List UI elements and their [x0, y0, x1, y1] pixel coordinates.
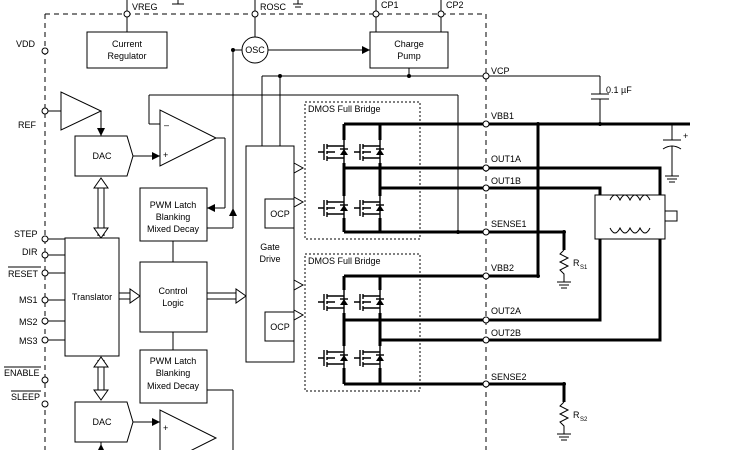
svg-text:Mixed Decay: Mixed Decay: [147, 381, 200, 391]
svg-text:DMOS Full Bridge: DMOS Full Bridge: [308, 256, 381, 266]
svg-text:SENSE2: SENSE2: [491, 372, 527, 382]
osc-block: OSC: [232, 17, 370, 208]
svg-text:DMOS Full Bridge: DMOS Full Bridge: [308, 104, 381, 114]
bus-arrow-translator-logic: [119, 288, 141, 304]
svg-text:OUT1A: OUT1A: [491, 154, 521, 164]
svg-text:SENSE1: SENSE1: [491, 219, 527, 229]
svg-text:+: +: [683, 131, 688, 141]
pin-vreg: VREG: [123, 0, 184, 18]
svg-text:–: –: [164, 120, 169, 130]
ref-buffer: [60, 91, 105, 136]
svg-text:OSC: OSC: [245, 45, 265, 55]
svg-text:Gate: Gate: [260, 242, 280, 252]
current-regulator-block: Current Regulator: [86, 17, 168, 69]
dac-top: DAC: [74, 135, 160, 177]
svg-text:S2: S2: [580, 417, 588, 423]
vcp-net: VCP: [261, 66, 600, 146]
bus-arrow-bottom: [93, 356, 109, 401]
junction-dots: [231, 48, 566, 386]
dmos-bridge-bottom: DMOS Full Bridge: [304, 253, 421, 392]
svg-text:Pump: Pump: [397, 51, 421, 61]
svg-text:R: R: [573, 258, 580, 268]
svg-text:MS3: MS3: [19, 336, 38, 346]
svg-text:VREG: VREG: [132, 2, 158, 12]
pin-rosc: ROSC: [251, 0, 303, 18]
mosfet-icon: [318, 346, 348, 369]
control-pins: STEP DIR RESET MS1 MS2 MS3 ENABLE SLEEP: [4, 229, 65, 408]
svg-text:Mixed Decay: Mixed Decay: [147, 224, 200, 234]
svg-text:Control: Control: [158, 286, 187, 296]
svg-text:ROSC: ROSC: [260, 2, 287, 12]
svg-text:DAC: DAC: [92, 417, 112, 427]
svg-text:Regulator: Regulator: [107, 51, 146, 61]
svg-text:OCP: OCP: [270, 209, 290, 219]
svg-text:STEP: STEP: [14, 229, 38, 239]
svg-text:Translator: Translator: [72, 292, 112, 302]
svg-text:ENABLE: ENABLE: [4, 368, 40, 378]
pwm-latch-top: PWM Latch Blanking Mixed Decay: [139, 187, 237, 262]
charge-pump-block: Charge Pump: [369, 17, 449, 78]
vcp-capacitor: 0.1 µF: [536, 76, 632, 126]
svg-text:VCP: VCP: [491, 66, 510, 76]
svg-text:VDD: VDD: [16, 39, 36, 49]
sense-resistor-1: R S1: [557, 249, 588, 289]
svg-text:Logic: Logic: [162, 298, 184, 308]
svg-text:RESET: RESET: [8, 269, 39, 279]
svg-text:Blanking: Blanking: [156, 368, 191, 378]
svg-text:R: R: [573, 410, 580, 420]
bulk-capacitor: +: [662, 124, 688, 183]
svg-text:DAC: DAC: [92, 151, 112, 161]
dmos-bridge-top: DMOS Full Bridge: [304, 101, 421, 240]
stepper-motor: [594, 194, 678, 240]
gate-drive-block: Gate Drive OCP OCP: [245, 76, 295, 363]
svg-text:Blanking: Blanking: [156, 212, 191, 222]
dac-bottom: DAC: [74, 401, 160, 452]
svg-text:Charge: Charge: [394, 39, 424, 49]
svg-text:Current: Current: [112, 39, 143, 49]
mosfet-icon: [354, 346, 384, 369]
svg-text:REF: REF: [18, 120, 37, 130]
right-pins: VBB1 OUT1A OUT1B SENSE1 VBB2 OUT2A OUT2B…: [456, 111, 527, 388]
svg-text:OUT1B: OUT1B: [491, 176, 521, 186]
svg-text:+: +: [163, 150, 168, 160]
svg-text:S1: S1: [580, 265, 588, 271]
svg-text:DIR: DIR: [22, 247, 38, 257]
pin-cp2: CP2: [437, 0, 464, 18]
svg-text:VBB1: VBB1: [491, 111, 514, 121]
svg-text:VBB2: VBB2: [491, 263, 514, 273]
sense-resistor-2: R S2: [557, 401, 588, 441]
mosfet-icon: [318, 196, 348, 219]
mosfet-icon: [318, 140, 348, 163]
mosfet-group: [318, 140, 384, 369]
control-logic-block: Control Logic: [139, 261, 247, 333]
pwm-latch-bottom: PWM Latch Blanking Mixed Decay: [139, 332, 208, 404]
svg-text:CP1: CP1: [381, 0, 399, 10]
mosfet-icon: [354, 140, 384, 163]
pin-cp1: CP1: [372, 0, 399, 18]
svg-text:SLEEP: SLEEP: [11, 392, 40, 402]
bus-arrow-top: [93, 177, 109, 239]
pin-ref: REF: [18, 107, 61, 130]
svg-text:PWM Latch: PWM Latch: [150, 200, 197, 210]
svg-text:OUT2B: OUT2B: [491, 328, 521, 338]
svg-text:MS1: MS1: [19, 295, 38, 305]
svg-text:+: +: [163, 423, 168, 433]
comparator-top: – +: [148, 94, 459, 232]
mosfet-icon: [318, 290, 348, 313]
mosfet-icon: [354, 290, 384, 313]
svg-text:CP2: CP2: [446, 0, 464, 10]
svg-text:OCP: OCP: [270, 322, 290, 332]
translator-block: Translator: [64, 237, 120, 357]
svg-text:PWM Latch: PWM Latch: [150, 356, 197, 366]
pin-vdd: VDD: [16, 39, 49, 55]
svg-text:OUT2A: OUT2A: [491, 306, 521, 316]
gate-arrows: [293, 162, 305, 321]
mosfet-icon: [354, 196, 384, 219]
svg-text:Drive: Drive: [259, 254, 280, 264]
svg-text:0.1 µF: 0.1 µF: [606, 85, 632, 95]
svg-text:MS2: MS2: [19, 317, 38, 327]
